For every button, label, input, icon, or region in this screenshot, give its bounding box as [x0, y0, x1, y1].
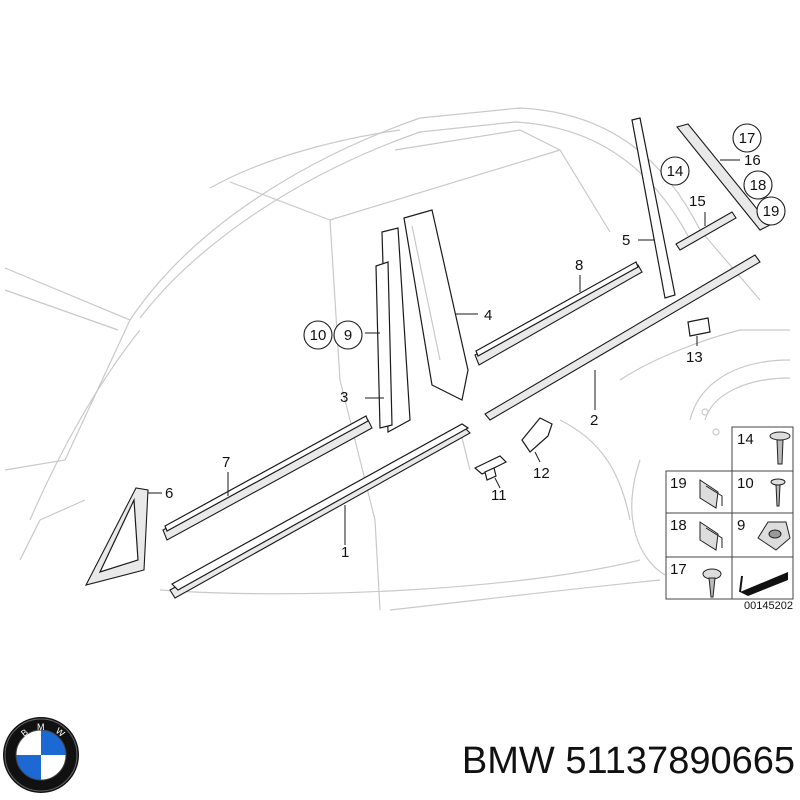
- callout-18: 18: [750, 177, 767, 194]
- part-2-rear-sill-strip: [484, 254, 761, 421]
- part-5-rear-pillar-strip: [631, 117, 676, 299]
- part-6-triangle-cap: [84, 487, 162, 586]
- svg-text:B: B: [19, 727, 30, 739]
- callout-4: 4: [484, 307, 492, 324]
- callout-19: 19: [763, 203, 780, 220]
- callout-14: 14: [667, 163, 684, 180]
- callout-7: 7: [222, 454, 230, 471]
- legend-10-label: 10: [737, 475, 754, 492]
- callout-16: 16: [744, 152, 761, 169]
- part-4-pillar-cover: [403, 209, 478, 401]
- brand-part-number: BMW 51137890665: [461, 740, 795, 782]
- part-3-b-pillar-trim: [365, 227, 411, 433]
- diagram-code: 00145202: [744, 600, 793, 612]
- svg-text:M: M: [37, 722, 45, 732]
- callout-5: 5: [622, 232, 630, 249]
- part-12-clip: [521, 417, 553, 463]
- screw-14-icon: [769, 431, 791, 465]
- legend-19-label: 19: [670, 475, 687, 492]
- legend-14-label: 14: [737, 431, 754, 448]
- legend-18-label: 18: [670, 517, 687, 534]
- bmw-logo: B M W: [3, 717, 79, 793]
- callout-15: 15: [689, 193, 706, 210]
- direction-arrow-icon: [739, 572, 788, 596]
- clip-18-icon: [699, 521, 723, 551]
- callout-17: 17: [739, 130, 756, 147]
- callout-10: 10: [310, 327, 327, 344]
- legend-9-label: 9: [737, 517, 745, 534]
- callout-1: 1: [341, 544, 349, 561]
- part-7-window-channel: [162, 415, 373, 541]
- clip-19-icon: [699, 479, 723, 509]
- part-13-clip: [687, 317, 711, 346]
- callout-3: 3: [340, 389, 348, 406]
- screw-17-icon: [702, 568, 722, 598]
- fastener-legend-grid: 14 19 10 18 9 17: [665, 426, 794, 612]
- callout-9: 9: [344, 327, 352, 344]
- callouts: 1 2 3 4 5 6 7 8 11 12 13 15 16 10 9 14 1…: [165, 123, 786, 561]
- callout-8: 8: [575, 257, 583, 274]
- callout-12: 12: [533, 465, 550, 482]
- part-11-clip: [473, 455, 508, 489]
- callout-6: 6: [165, 485, 173, 502]
- callout-13: 13: [686, 349, 703, 366]
- part-1-door-sill-strip: [169, 423, 471, 599]
- part-15-short-strip: [675, 211, 737, 251]
- nut-9-icon: [757, 521, 791, 551]
- callout-2: 2: [590, 412, 598, 429]
- screw-10-icon: [770, 478, 786, 507]
- part-8-rear-window-channel: [474, 261, 643, 366]
- legend-17-label: 17: [670, 561, 687, 578]
- callout-11: 11: [491, 487, 507, 504]
